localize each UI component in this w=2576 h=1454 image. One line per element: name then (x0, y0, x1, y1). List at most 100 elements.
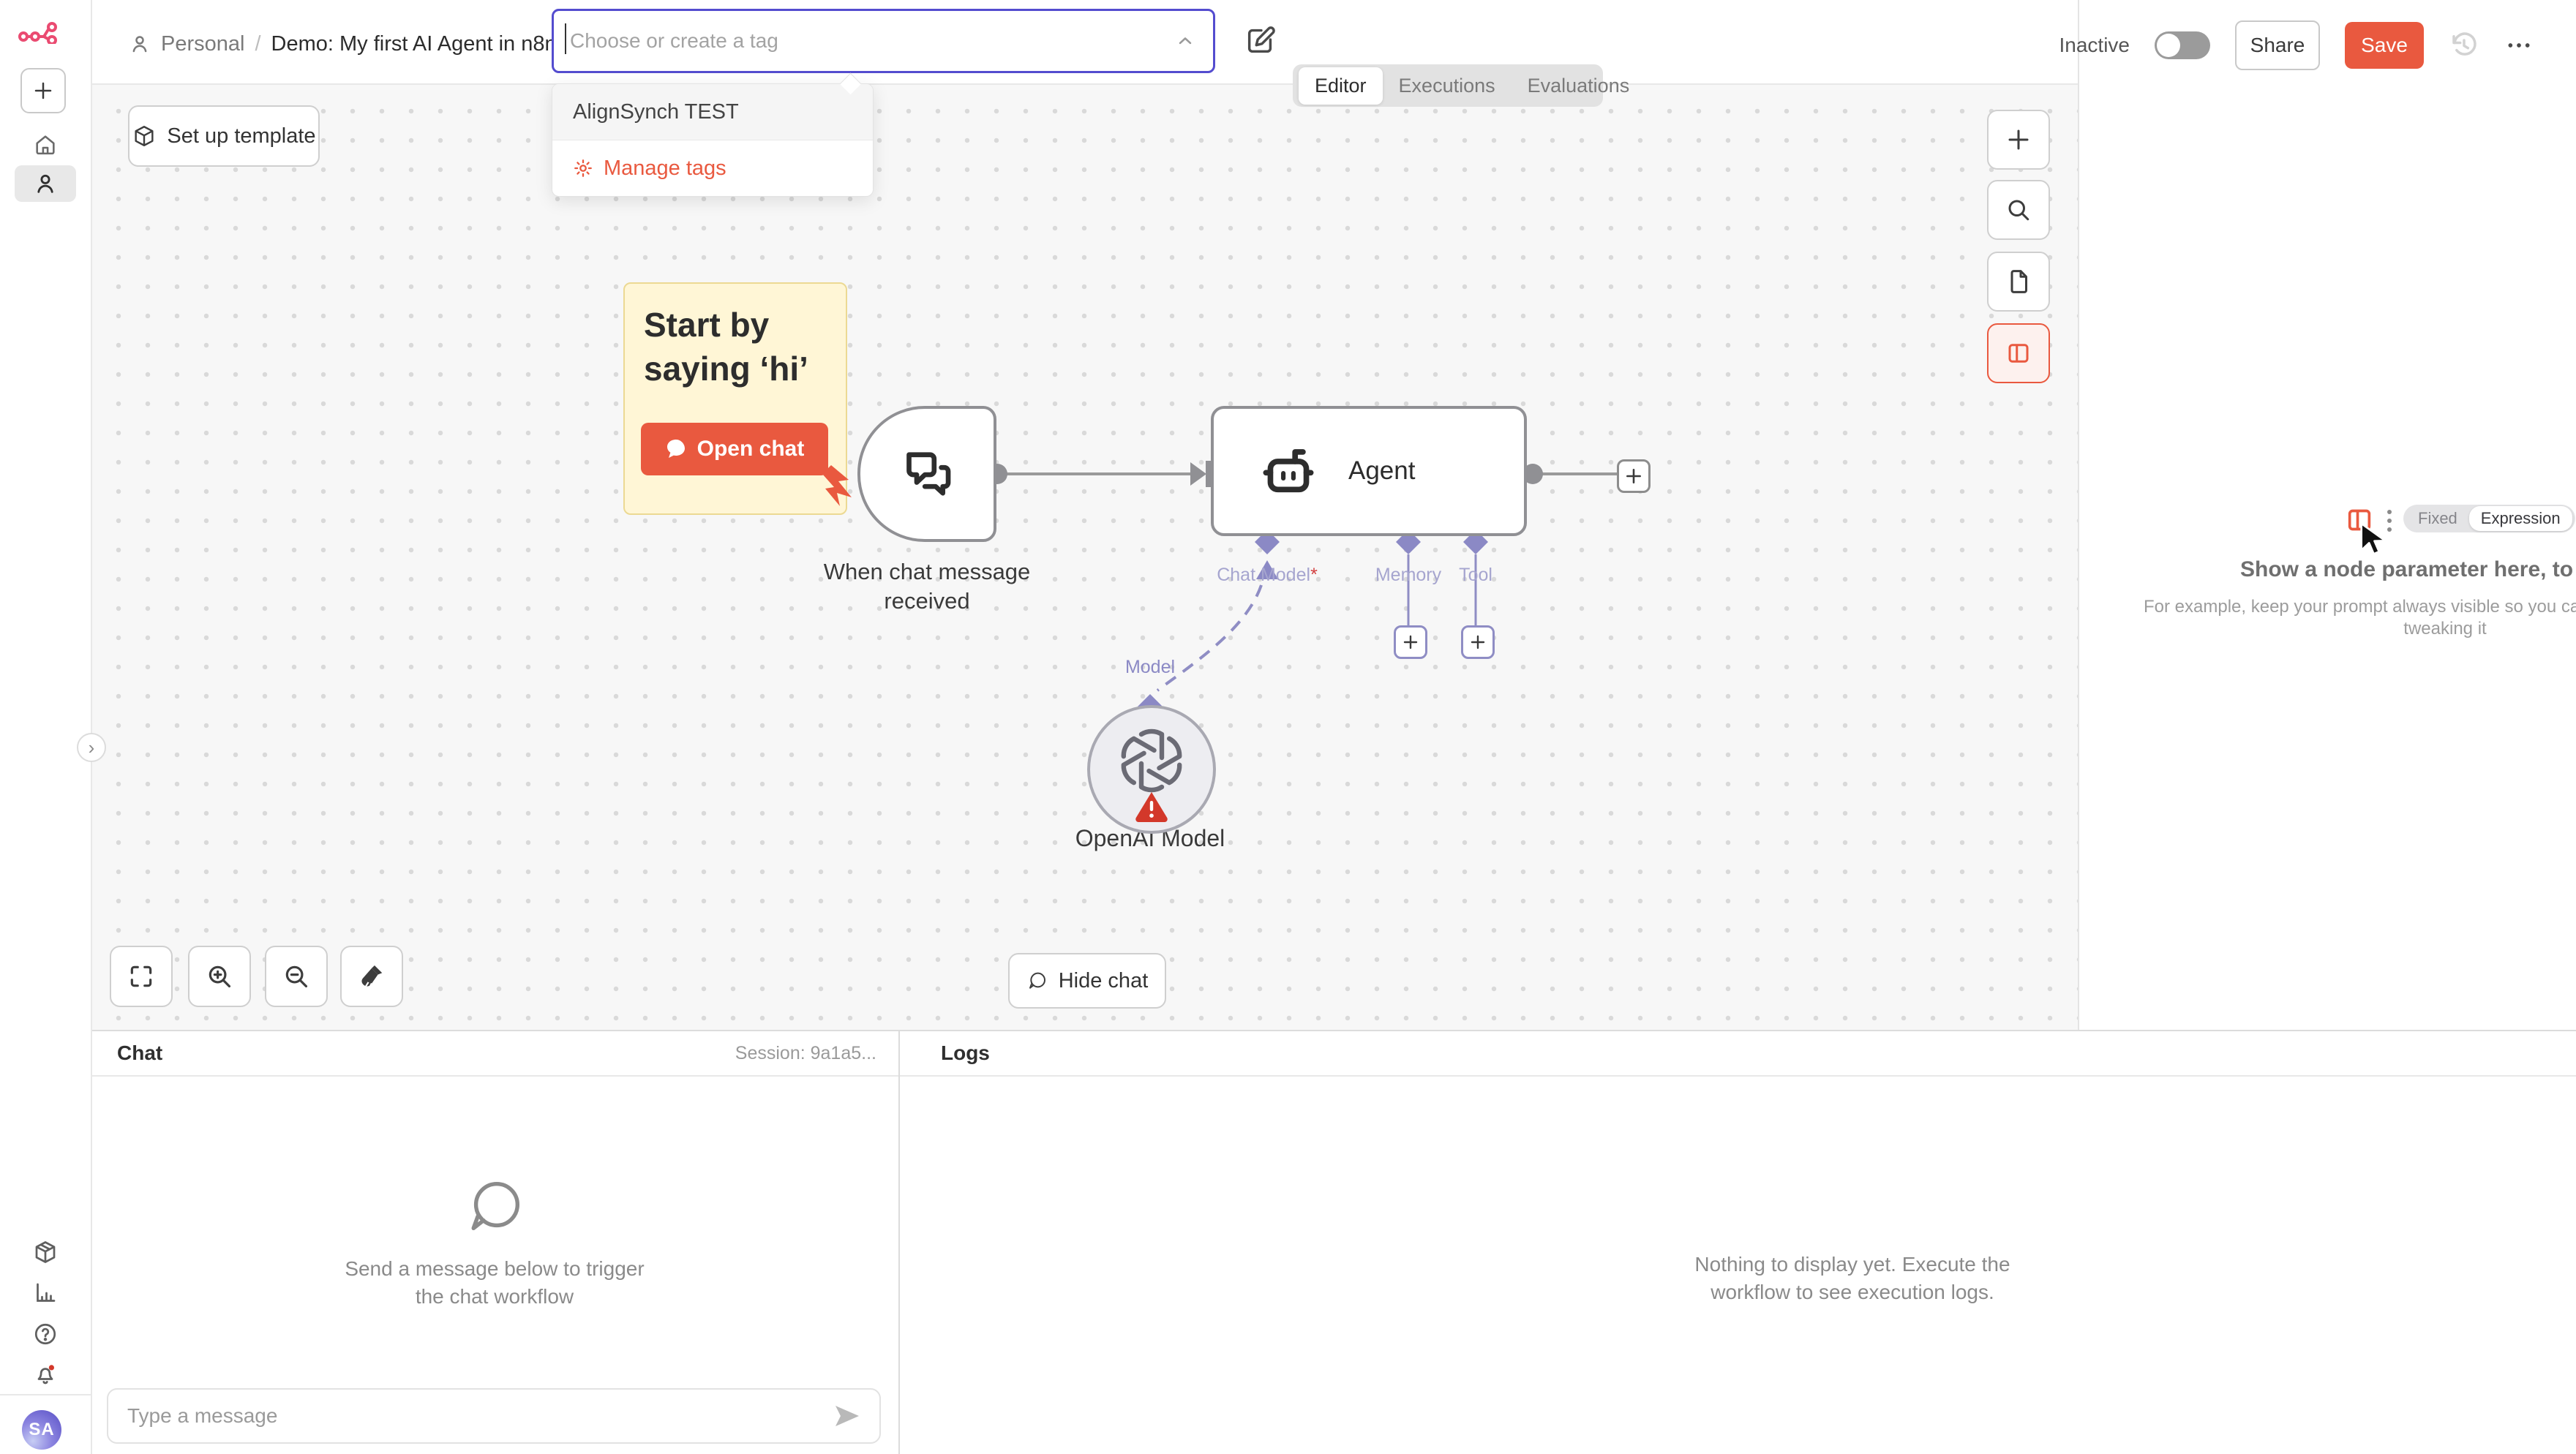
tag-input[interactable] (568, 29, 1175, 53)
chevron-up-icon[interactable] (1175, 31, 1195, 51)
sidebar-item-notifications[interactable] (29, 1357, 61, 1390)
workflow-title[interactable]: Demo: My first AI Agent in n8n (271, 31, 557, 56)
package-icon (35, 1241, 56, 1263)
parameter-mode-toggle: Fixed Expression (2403, 505, 2575, 532)
focus-panel-heading: Show a node parameter here, to iterate (2240, 557, 2576, 581)
sidebar-item-help[interactable] (29, 1318, 61, 1350)
save-button[interactable]: Save (2345, 22, 2424, 69)
search-icon (2008, 200, 2029, 221)
tag-dropdown: AlignSynch TEST Manage tags (552, 83, 874, 197)
setup-template-button[interactable]: Set up template (128, 105, 320, 167)
zoom-in-button[interactable] (188, 946, 251, 1007)
plus-icon (1626, 469, 1641, 483)
plus-icon (1471, 635, 1485, 649)
sidebar-item-home[interactable] (29, 129, 61, 161)
chat-message-input[interactable] (126, 1404, 834, 1428)
add-node-button[interactable] (1987, 110, 2050, 170)
user-avatar[interactable]: SA (22, 1410, 61, 1450)
app-sidebar: SA (0, 0, 92, 1454)
node-openai-model[interactable] (1087, 705, 1216, 834)
tag-option[interactable]: AlignSynch TEST (552, 84, 873, 140)
setup-template-label: Set up template (167, 124, 316, 148)
node-agent-title: Agent (1348, 456, 1416, 485)
broom-icon (361, 965, 383, 987)
note-page-icon (2010, 270, 2027, 293)
activate-toggle[interactable] (2155, 31, 2210, 59)
node-chat-trigger[interactable] (857, 406, 996, 542)
warning-icon (1135, 792, 1168, 822)
zoom-out-button[interactable] (265, 946, 328, 1007)
hide-chat-label: Hide chat (1058, 968, 1149, 992)
add-node-after-agent-button[interactable] (1617, 459, 1651, 493)
breadcrumb-separator: / (255, 31, 261, 56)
panel-layout-icon (2008, 344, 2029, 363)
add-memory-button[interactable] (1394, 625, 1427, 659)
n8n-logo (18, 22, 57, 44)
more-options-icon[interactable] (2504, 31, 2534, 60)
edit-icon (1247, 26, 1275, 53)
rename-workflow-button[interactable] (1244, 23, 1277, 57)
share-button[interactable]: Share (2235, 20, 2320, 70)
bell-icon (37, 1365, 54, 1385)
logs-panel: Logs Nothing to display yet. Execute the… (900, 1031, 2576, 1454)
sidebar-collapse-handle[interactable]: › (77, 733, 106, 762)
zoom-in-icon (209, 965, 231, 988)
sidebar-item-templates[interactable] (29, 1236, 61, 1268)
chat-bubble-icon (471, 1182, 519, 1231)
breadcrumb-project[interactable]: Personal (161, 31, 245, 56)
open-chat-label: Open chat (696, 437, 805, 461)
home-icon (36, 135, 55, 155)
focus-panel-body-line2: tweaking it (2403, 619, 2487, 639)
logs-panel-header: Logs (900, 1031, 2576, 1077)
fit-view-icon (130, 965, 152, 987)
chat-messages-icon (906, 452, 951, 496)
sidebar-item-personal[interactable] (15, 165, 76, 202)
active-status-label: Inactive (2059, 34, 2130, 56)
tab-evaluations[interactable]: Evaluations (1527, 74, 1630, 97)
breadcrumb: Personal / Demo: My first AI Agent in n8… (129, 26, 557, 61)
port-label-memory: Memory (1375, 565, 1442, 585)
add-tool-button[interactable] (1461, 625, 1495, 659)
new-workflow-button[interactable] (20, 68, 66, 113)
focus-panel-body-line1: For example, keep your prompt always vis… (2144, 597, 2576, 617)
robot-icon (1263, 449, 1314, 493)
add-sticky-note-button[interactable] (1987, 252, 2050, 312)
logs-title: Logs (941, 1041, 990, 1064)
doodle-arrow-icon (822, 465, 852, 506)
send-icon[interactable] (834, 1404, 860, 1428)
plus-icon (34, 82, 52, 99)
focus-panel: Fixed Expression Show a node parameter h… (2078, 0, 2576, 1030)
sidebar-item-insights[interactable] (29, 1277, 61, 1309)
bar-chart-icon (37, 1283, 56, 1302)
node-agent[interactable]: Agent (1211, 406, 1527, 536)
mode-fixed[interactable]: Fixed (2418, 509, 2457, 527)
focus-panel-icon-button[interactable] (2345, 505, 2374, 535)
mode-expression[interactable]: Expression (2468, 506, 2572, 531)
search-canvas-button[interactable] (1987, 180, 2050, 240)
chat-input-box[interactable] (107, 1388, 881, 1444)
bottom-panel: Chat Session: 9a1a5... Send a message be… (91, 1030, 2576, 1454)
chat-session-id: Session: 9a1a5... (735, 1042, 876, 1063)
mouse-cursor-icon (2360, 522, 2387, 555)
sidebar-divider (0, 1394, 91, 1395)
kebab-menu-icon[interactable] (2376, 506, 2403, 535)
edges-layer (987, 461, 1618, 719)
tab-executions[interactable]: Executions (1398, 74, 1495, 97)
manage-tags-item[interactable]: Manage tags (552, 140, 873, 196)
hide-chat-button[interactable]: Hide chat (1008, 953, 1166, 1009)
plus-icon (2008, 129, 2029, 150)
tidy-up-button[interactable] (340, 946, 403, 1007)
chat-bubble-icon (1029, 972, 1045, 989)
text-caret (565, 23, 566, 54)
tag-select[interactable] (552, 9, 1215, 73)
zoom-to-fit-button[interactable] (110, 946, 173, 1007)
chat-panel: Chat Session: 9a1a5... Send a message be… (91, 1031, 900, 1454)
chat-title: Chat (117, 1041, 163, 1064)
toggle-focus-panel-button[interactable] (1987, 323, 2050, 383)
tab-editor[interactable]: Editor (1299, 67, 1383, 105)
open-chat-button[interactable]: Open chat (641, 423, 828, 475)
